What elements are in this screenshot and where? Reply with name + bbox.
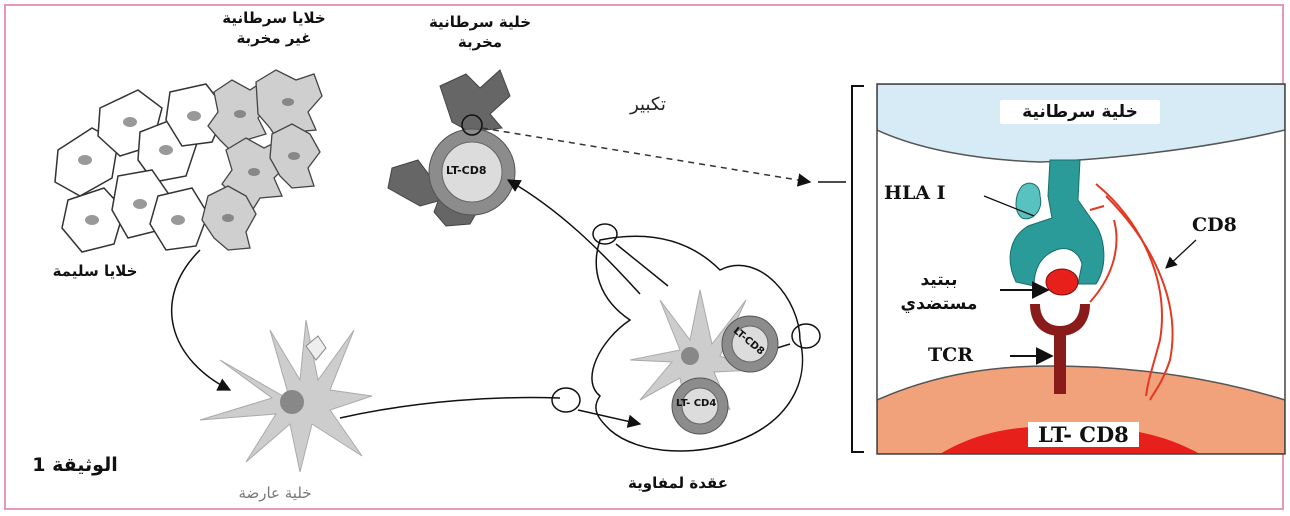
bracket (851, 85, 864, 453)
presenting-cell-label: خلية عارضة (238, 484, 312, 502)
migration-arrow (506, 179, 641, 295)
label-line: خلايا سرطانية (222, 9, 326, 27)
magnification-arrow (481, 127, 812, 187)
non-destroyed-cancer-cells-label: خلايا سرطانية غير مخربة (214, 8, 334, 48)
panel-cancer-cell-label: خلية سرطانية (1000, 100, 1160, 124)
destroyed-cancer-cell-label: خلية سرطانية مخربة (420, 12, 540, 52)
lymph-node-cells (629, 289, 779, 435)
label-line: غير مخربة (236, 29, 312, 47)
capture-arrow (170, 249, 232, 391)
lt-cd8-label: LT-CD8 (446, 164, 487, 177)
cancer-cells-group (201, 69, 323, 251)
hla-label: HLA I (884, 182, 946, 204)
cd8-pointer (1165, 239, 1197, 269)
panel-lt-cd8-label: LT- CD8 (1028, 422, 1139, 447)
cancer-cell (207, 79, 271, 158)
destroyed-cancer-cell (387, 69, 516, 227)
label-line: مخربة (457, 33, 503, 51)
cd8-label: CD8 (1192, 214, 1237, 236)
presenting-cell (199, 319, 373, 473)
peptide-label: ببتيد مستضدي (880, 268, 998, 316)
zoom-circle (461, 114, 483, 136)
hla-pointer (983, 195, 1035, 217)
document-label: الوثيقة 1 (32, 454, 118, 476)
lymph-node-label: عقدة لمفاوية (628, 474, 728, 492)
cancer-cell (255, 69, 323, 148)
healthy-cells-group (54, 83, 227, 253)
label-line: خلية سرطانية (428, 13, 532, 31)
magnification-label: تكبير (630, 94, 666, 115)
lt-cd4-label: LT- CD4 (676, 398, 717, 409)
healthy-cells-label: خلايا سليمة (52, 262, 138, 280)
tcr-label: TCR (928, 344, 974, 366)
label-line: ببتيد (920, 270, 958, 290)
label-line: مستضدي (900, 294, 978, 314)
